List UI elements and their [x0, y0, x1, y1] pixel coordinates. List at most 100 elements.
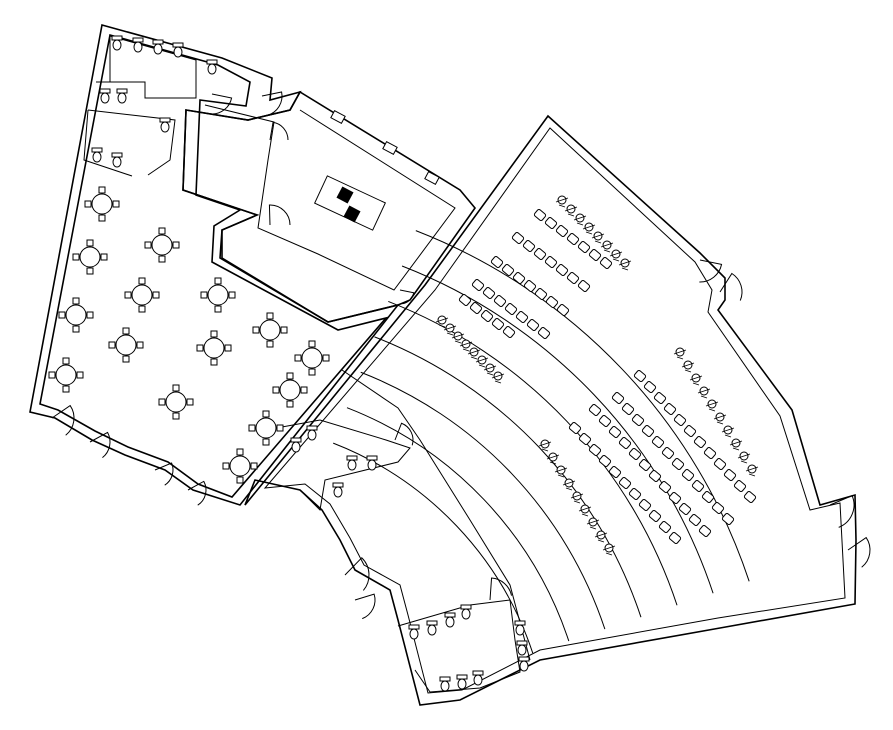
seat	[566, 233, 580, 245]
seated-person	[697, 386, 711, 399]
toilet-fixture	[206, 59, 218, 75]
seat	[533, 248, 547, 260]
chair	[122, 355, 130, 363]
chair	[236, 476, 244, 484]
seat	[502, 326, 516, 338]
chair	[214, 277, 222, 285]
seated-person	[562, 478, 576, 491]
door-swing	[89, 431, 111, 459]
seat	[598, 455, 612, 467]
seated-person	[600, 240, 614, 253]
aisle-arc-2	[346, 407, 570, 642]
seat	[671, 458, 685, 470]
chair	[210, 330, 218, 338]
door-swing	[269, 121, 289, 141]
seated-person	[689, 373, 703, 386]
chair	[294, 354, 302, 362]
round-table	[294, 340, 330, 376]
restroom-upper	[83, 35, 197, 177]
toilet-fixture	[132, 37, 144, 53]
seat	[544, 256, 558, 268]
seat	[458, 294, 472, 306]
chair	[144, 241, 152, 249]
aisle-arc-7	[415, 230, 750, 582]
seat	[501, 264, 515, 276]
door-swing	[829, 494, 855, 528]
seat	[648, 470, 662, 482]
door-swing	[261, 91, 283, 116]
door-swing	[847, 536, 871, 568]
seat	[688, 514, 702, 526]
door-swing	[268, 204, 291, 226]
round-tables	[48, 186, 330, 484]
seat	[482, 287, 496, 299]
seat	[721, 513, 735, 525]
chair	[300, 386, 308, 394]
chair	[224, 344, 232, 352]
toilet-fixture	[91, 147, 103, 163]
chair	[100, 253, 108, 261]
seat	[653, 392, 667, 404]
seat	[668, 492, 682, 504]
door-swing	[719, 272, 743, 301]
seat	[743, 491, 757, 503]
chair	[86, 267, 94, 275]
door-swing	[154, 462, 174, 486]
round-table	[222, 448, 258, 484]
door-swing	[489, 577, 513, 601]
door-swing	[394, 422, 414, 446]
dining-hall-inner-wall	[39, 33, 389, 498]
chair	[58, 311, 66, 319]
seat	[633, 370, 647, 382]
chair	[72, 297, 80, 305]
toilet-fixture	[444, 612, 456, 628]
chair	[286, 400, 294, 408]
chair	[122, 327, 130, 335]
chair	[322, 354, 330, 362]
seat	[698, 525, 712, 537]
seat	[588, 404, 602, 416]
toilet-fixture	[460, 604, 472, 620]
seated-person	[586, 517, 600, 530]
door-swing	[344, 557, 370, 591]
auditorium	[244, 114, 857, 706]
seat	[577, 241, 591, 253]
chair	[72, 253, 80, 261]
round-table	[124, 277, 160, 313]
chair	[196, 344, 204, 352]
seated-person	[451, 331, 465, 344]
chair	[112, 200, 120, 208]
seat	[628, 448, 642, 460]
door-swing	[699, 259, 723, 283]
chair	[86, 311, 94, 319]
round-table	[252, 312, 288, 348]
seat	[523, 280, 537, 292]
chair	[248, 424, 256, 432]
seat	[515, 311, 529, 323]
chair	[262, 410, 270, 418]
toilet-fixture	[172, 42, 184, 58]
sink-fixture	[424, 170, 440, 186]
round-table	[272, 372, 308, 408]
seated-person	[582, 222, 596, 235]
seated-person	[570, 491, 584, 504]
aisle-arc-4	[374, 336, 642, 618]
seat	[701, 491, 715, 503]
seat	[469, 302, 483, 314]
seated-person	[467, 347, 481, 360]
toilet-fixture	[332, 482, 344, 498]
seated-person	[491, 371, 505, 384]
toilet-fixture	[514, 620, 526, 636]
chair	[228, 291, 236, 299]
lobby	[341, 369, 531, 661]
chair	[158, 255, 166, 263]
seat	[618, 437, 632, 449]
seat	[648, 510, 662, 522]
round-table	[196, 330, 232, 366]
seat	[713, 458, 727, 470]
seat	[504, 303, 518, 315]
stage-equipment	[336, 186, 354, 204]
chair	[48, 371, 56, 379]
chair	[108, 341, 116, 349]
